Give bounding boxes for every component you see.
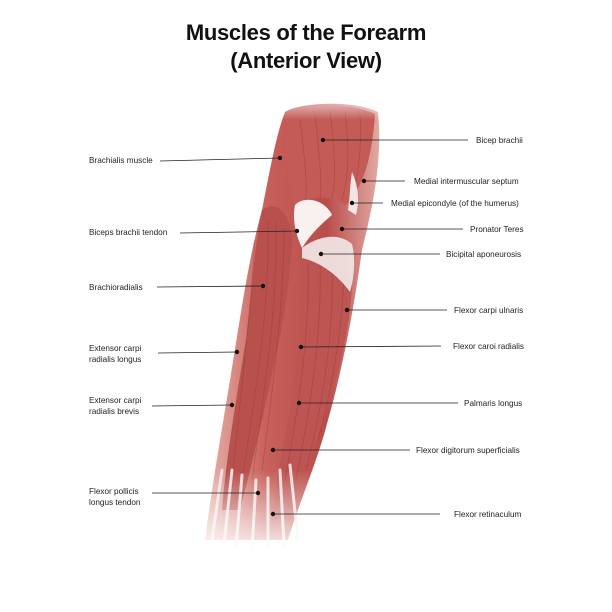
label-medial-septum: Medial intermuscular septum [414, 176, 519, 187]
flexor-group-shape [272, 253, 352, 520]
label-pronator-teres-line1: Pronator Teres [470, 225, 524, 234]
dot-medial-epicondyle [349, 200, 355, 206]
leader-ecrb [151, 404, 233, 407]
dot-retinaculum [270, 511, 276, 517]
label-fpl-line1: Flexor pollicis [89, 487, 139, 496]
label-bicipital-aponeurosis-line1: Bicipital aponeurosis [446, 250, 522, 259]
dot-fds [270, 447, 276, 453]
label-biceps-brachii-tendon-line1: Biceps brachii tendon [89, 228, 168, 237]
label-fcu-line1: Flexor carpi ulnaris [454, 306, 524, 315]
bottom-fade [190, 470, 390, 560]
dot-bicep-brachii [320, 137, 326, 143]
dot-bicipital-aponeurosis [318, 251, 324, 257]
dot-brachioradialis [260, 283, 266, 289]
label-retinaculum: Flexor retinaculum [454, 509, 521, 520]
leader-fcr [300, 345, 442, 348]
label-bicep-brachii-line1: Bicep brachii [476, 136, 523, 145]
dot-fpl [255, 490, 261, 496]
dot-brachialis [277, 155, 283, 161]
label-brachialis: Brachialis muscle [89, 155, 153, 166]
label-bicipital-aponeurosis: Bicipital aponeurosis [446, 249, 521, 260]
label-palmaris-line1: Palmaris longus [464, 399, 523, 408]
label-brachioradialis: Brachioradialis [89, 282, 143, 293]
label-ecrl: Extensor carpi radialis longus [89, 343, 141, 365]
dot-fcu [344, 307, 350, 313]
label-medial-epicondyle: Medial epicondyle (of the humerus) [391, 198, 519, 209]
diagram-subtitle: (Anterior View) [230, 48, 382, 73]
leader-biceps-tendon [179, 230, 298, 234]
label-brachioradialis-line1: Brachioradialis [89, 283, 143, 292]
label-ecrb: Extensor carpi radialis brevis [89, 395, 141, 417]
label-ecrb-line2: radialis brevis [89, 407, 140, 416]
dot-biceps-tendon [294, 228, 300, 234]
biceps-tendon-shape [293, 199, 332, 248]
dot-medial-septum [361, 178, 367, 184]
diagram-title: Muscles of the Forearm [185, 20, 427, 45]
dot-ecrl [234, 349, 240, 355]
dot-fcr [298, 344, 304, 350]
aponeurosis-shape [302, 236, 355, 292]
label-fpl-line2: longus tendon [89, 498, 141, 507]
label-fds: Flexor digitorum superficialis [416, 445, 520, 456]
top-fade [270, 90, 390, 120]
label-ecrl-line2: radialis longus [89, 355, 142, 364]
label-brachialis-line1: Brachialis muscle [89, 156, 153, 165]
leader-brachioradialis [156, 285, 264, 288]
label-fds-line1: Flexor digitorum superficialis [416, 446, 520, 455]
leader-brachialis [159, 157, 281, 162]
label-medial-epicondyle-line1: Medial epicondyle (of the humerus) [391, 199, 519, 208]
label-medial-septum-line1: Medial intermuscular septum [414, 177, 519, 186]
label-fcr-line1: Flexor caroi radialis [453, 342, 524, 351]
label-bicep-brachii: Bicep brachii [476, 135, 523, 146]
label-fcr: Flexor caroi radialis [453, 341, 524, 352]
brachioradialis-shape [222, 206, 292, 510]
label-retinaculum-line1: Flexor retinaculum [454, 510, 522, 519]
label-palmaris: Palmaris longus [464, 398, 522, 409]
label-fcu: Flexor carpi ulnaris [454, 305, 523, 316]
label-ecrl-line1: Extensor carpi [89, 344, 142, 353]
label-biceps-brachii-tendon: Biceps brachii tendon [89, 227, 167, 238]
label-pronator-teres: Pronator Teres [470, 224, 524, 235]
dot-pronator-teres [339, 226, 345, 232]
dot-ecrb [229, 402, 235, 408]
label-fpl: Flexor pollicis longus tendon [89, 486, 140, 508]
dot-palmaris [296, 400, 302, 406]
label-ecrb-line1: Extensor carpi [89, 396, 142, 405]
leader-ecrl [157, 351, 238, 354]
